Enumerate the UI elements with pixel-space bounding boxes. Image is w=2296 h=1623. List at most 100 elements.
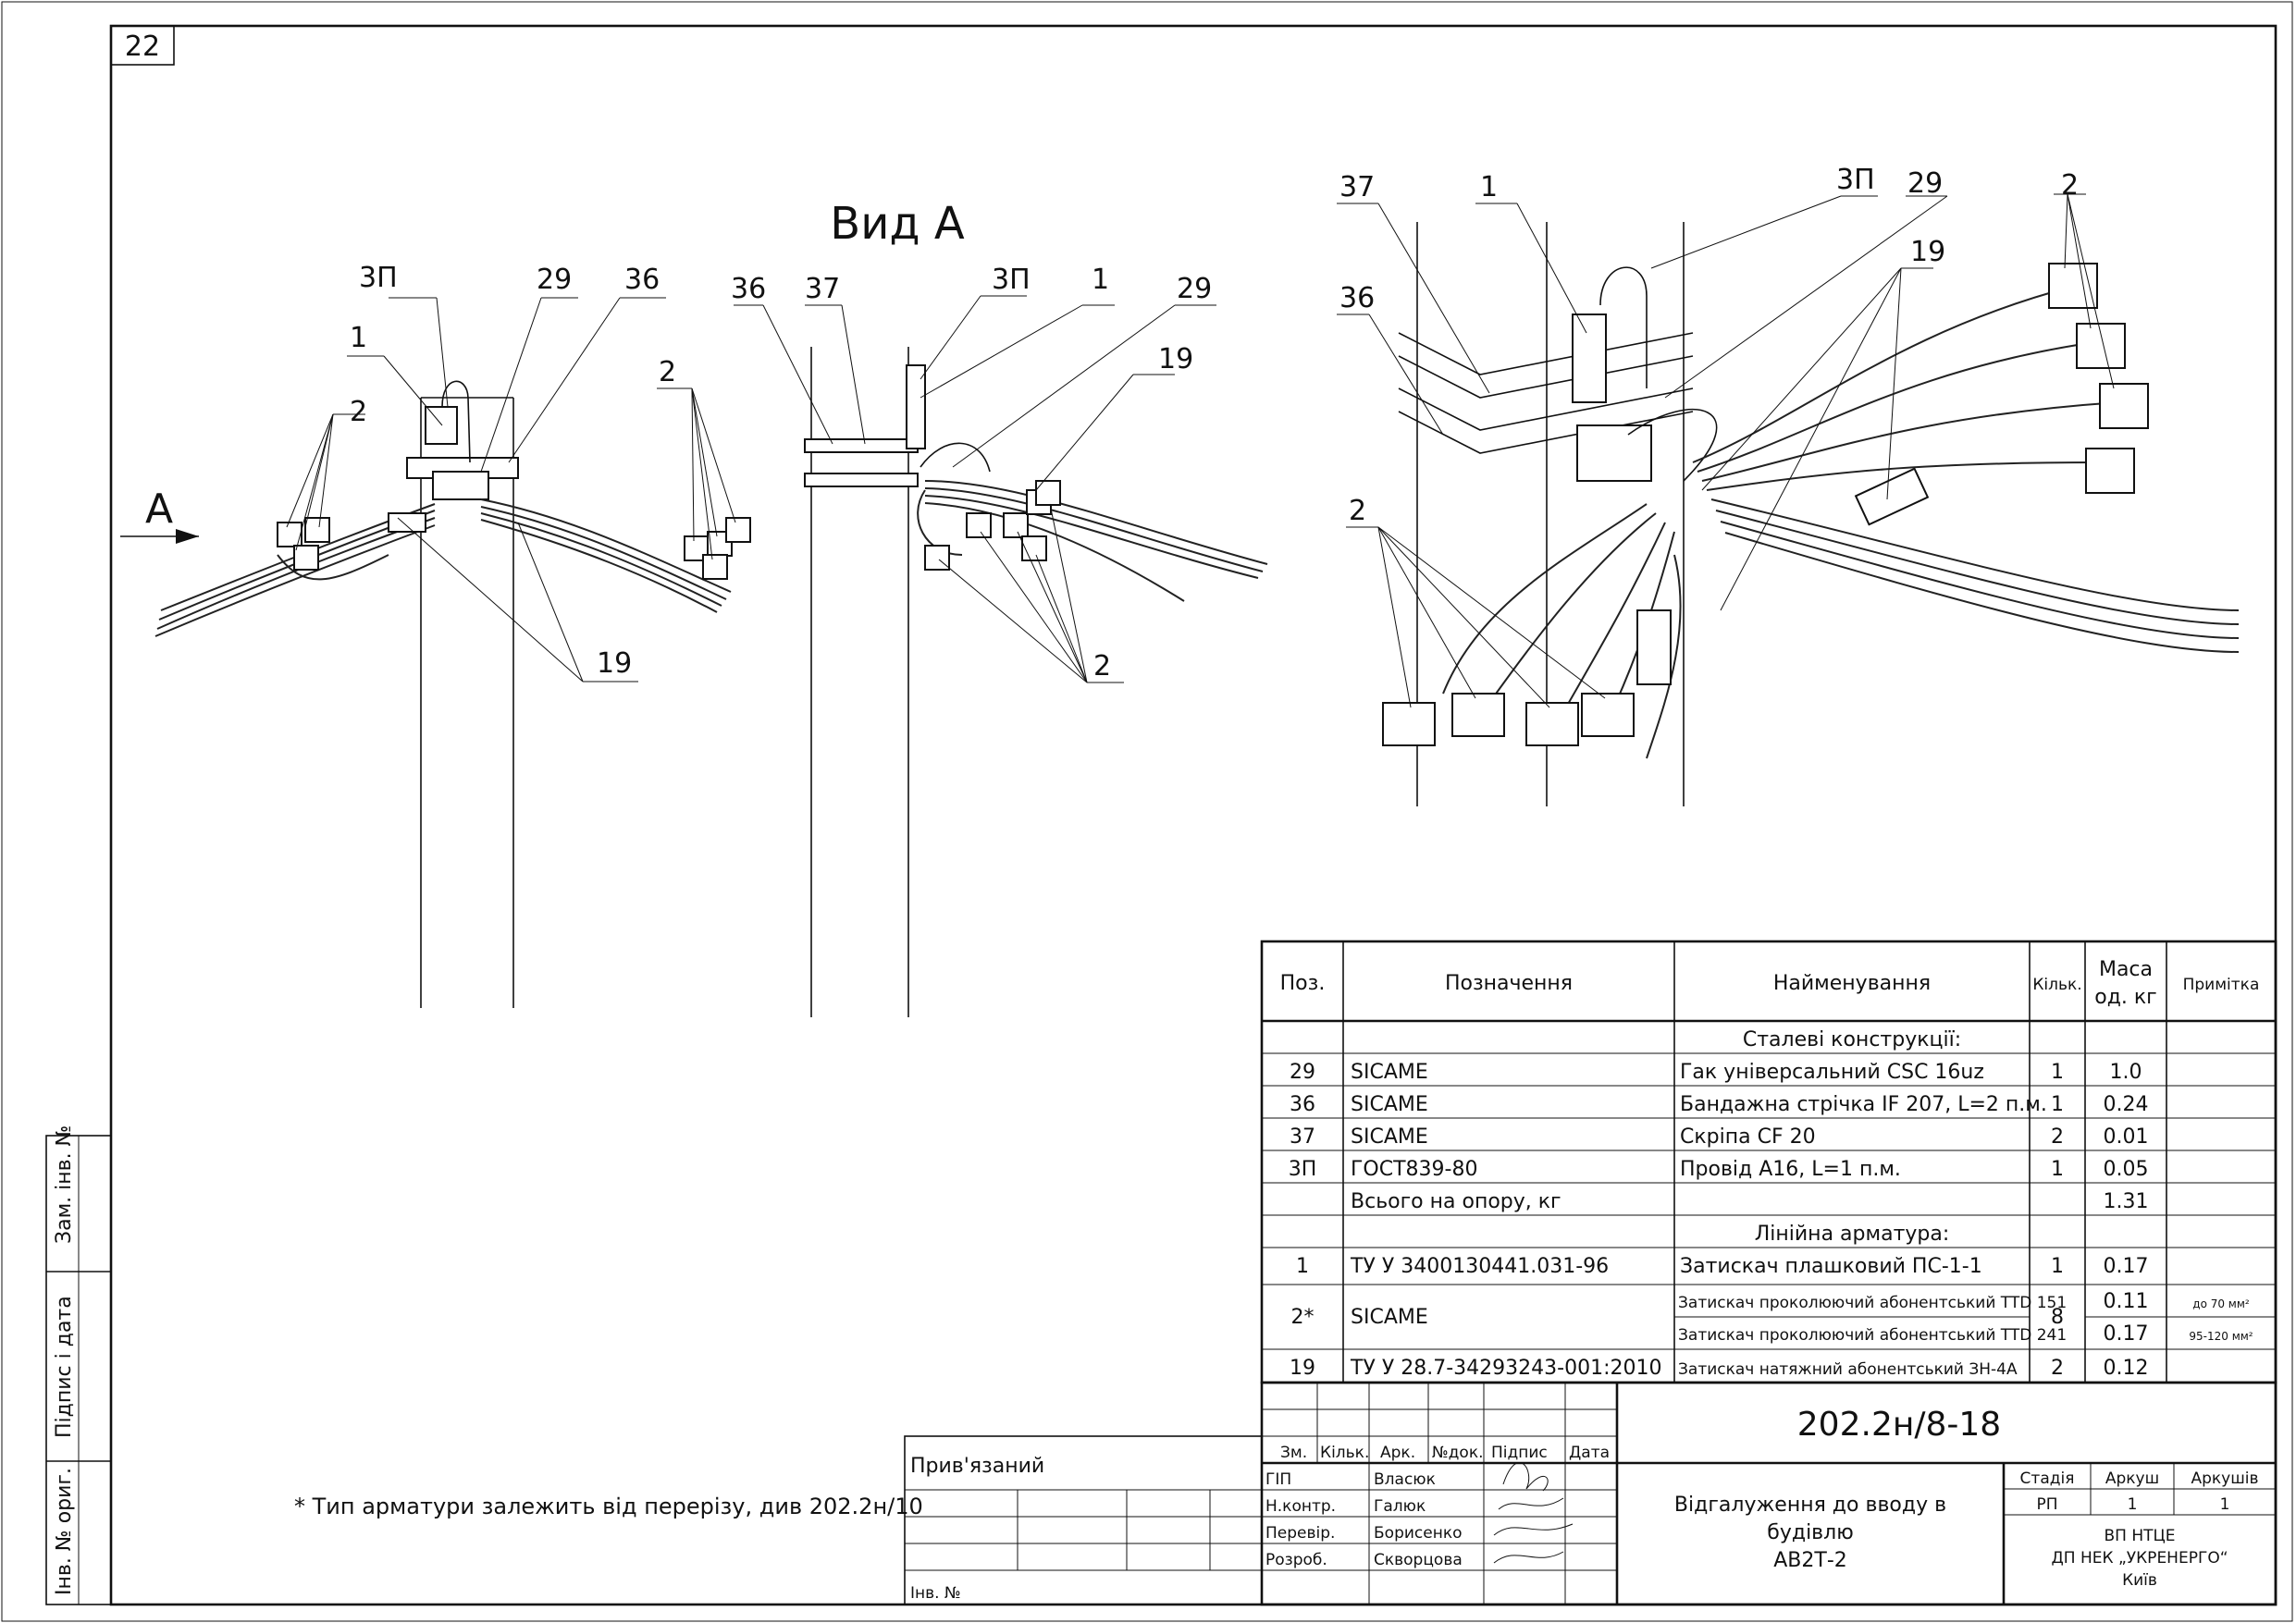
spec-row: 19 ТУ У 28.7-34293243-001:2010 Затискач … <box>1290 1357 2148 1380</box>
v3-callout-36: 36 <box>1339 282 1375 314</box>
spec-cell-pos: 29 <box>1290 1061 1315 1084</box>
role-name: Власюк <box>1374 1470 1436 1489</box>
role-name: Галюк <box>1374 1497 1426 1516</box>
spec-cell-qty: 2 <box>2051 1125 2064 1149</box>
v3-callout-37: 37 <box>1339 171 1375 203</box>
v2-callout-2: 2 <box>1093 650 1111 682</box>
spec-cell-name: Затискач плашковий ПС-1-1 <box>1680 1255 1982 1278</box>
spec-cell-name: Бандажна стрічка IF 207, L=2 п.м. <box>1680 1093 2047 1116</box>
view-title: Вид А <box>830 198 965 250</box>
spec-row: 36 SICAME Бандажна стрічка IF 207, L=2 п… <box>1290 1093 2148 1116</box>
stage-label: Стадія <box>2020 1469 2075 1488</box>
spec-header-note: Примітка <box>2183 976 2260 994</box>
v3-callout-2a: 2 <box>2061 169 2079 202</box>
role-label: Н.контр. <box>1265 1497 1336 1516</box>
spec-cell-mass: 0.05 <box>2104 1158 2149 1181</box>
spec-row: 3П ГОСТ839-80 Провід А16, L=1 п.м. 1 0.0… <box>1289 1158 2149 1181</box>
spec-cell-qty: 1 <box>2051 1061 2064 1084</box>
replace-inv-label: Зам. інв. № <box>53 1125 76 1245</box>
spec-cell-designation: SICAME <box>1351 1306 1428 1329</box>
sheet-number-box <box>110 25 175 66</box>
view-1-front-drawing: А 3П 1 29 36 2 2 19 <box>120 262 751 1008</box>
spec-cell-pos: 2* <box>1291 1306 1315 1329</box>
sheets-value: 1 <box>2220 1495 2230 1514</box>
spec-header-pos: Поз. <box>1280 972 1326 995</box>
v1-callout-2a: 2 <box>350 396 367 428</box>
org-line-3: Київ <box>2122 1571 2157 1590</box>
spec-header-mass-2: од. кг <box>2094 986 2157 1009</box>
v1-callout-19: 19 <box>597 647 632 680</box>
v2-callout-19: 19 <box>1158 343 1193 375</box>
v1-callout-3p: 3П <box>359 262 398 294</box>
sheet-label: Аркуш <box>2105 1469 2159 1488</box>
spec-cell-designation: SICAME <box>1351 1125 1428 1149</box>
stage-value: РП <box>2036 1495 2057 1514</box>
v1-callout-2b: 2 <box>659 356 676 388</box>
spec-cell-mass: 1.0 <box>2110 1061 2142 1084</box>
sheets-label: Аркушів <box>2191 1469 2258 1488</box>
spec-cell-designation: ГОСТ839-80 <box>1351 1158 1477 1181</box>
v2-callout-1: 1 <box>1092 264 1109 296</box>
view-3-isometric-drawing: 37 1 3П 29 19 2 36 2 <box>1337 164 2240 806</box>
spec-header-designation: Позначення <box>1445 972 1573 995</box>
spec-cell-designation: SICAME <box>1351 1061 1428 1084</box>
rev-header: Кільк. <box>1320 1444 1369 1462</box>
spec-cell-designation: SICAME <box>1351 1093 1428 1116</box>
rev-header: Зм. <box>1280 1444 1307 1462</box>
side-stamp: Зам. інв. № Підпис і дата Інв. № ориг. <box>45 1125 112 1605</box>
doc-code: 202.2н/8-18 <box>1797 1406 2001 1444</box>
footnote: * Тип арматури залежить від перерізу, ди… <box>294 1494 923 1519</box>
v1-callout-29: 29 <box>537 264 572 296</box>
spec-cell-name-b: Затискач проколюючий абонентський TTD 24… <box>1678 1326 2067 1345</box>
sheet-value: 1 <box>2128 1495 2138 1514</box>
spec-cell-qty: 1 <box>2051 1255 2064 1278</box>
drawing-title-2: будівлю <box>1767 1521 1853 1544</box>
role-label: Перевір. <box>1265 1524 1335 1543</box>
spec-cell-name-a: Затискач проколюючий абонентський TTD 15… <box>1678 1294 2067 1312</box>
spec-header-mass-1: Маса <box>2099 958 2153 981</box>
spec-cell-note-b: 95-120 мм² <box>2189 1330 2253 1343</box>
spec-cell-mass-a: 0.11 <box>2104 1290 2149 1313</box>
v2-callout-3p: 3П <box>992 264 1031 296</box>
role-name: Скворцова <box>1374 1551 1463 1569</box>
v2-callout-36: 36 <box>731 273 766 305</box>
attached-block: Прив'язаний Інв. № <box>904 1435 1263 1605</box>
v3-callout-3p: 3П <box>1836 164 1875 196</box>
spec-cell-mass: 0.12 <box>2104 1357 2149 1380</box>
orig-inv-label: Інв. № ориг. <box>53 1468 76 1595</box>
org-line-1: ВП НТЦЕ <box>2105 1527 2176 1545</box>
spec-table: Поз. Позначення Найменування Кільк. Маса… <box>1260 940 2277 1384</box>
spec-row: 37 SICAME Скріпа CF 20 2 0.01 <box>1290 1125 2148 1149</box>
title-block: Зм. Кільк. Арк. №док. Підпис Дата ГІП Вл… <box>1260 1381 2277 1606</box>
v3-callout-29: 29 <box>1907 167 1943 200</box>
view-2-side-drawing: 36 37 3П 1 29 19 2 <box>731 264 1268 1017</box>
spec-cell-pos: 19 <box>1290 1357 1315 1380</box>
spec-cell-designation: ТУ У 3400130441.031-96 <box>1350 1255 1609 1278</box>
v2-callout-37: 37 <box>805 273 840 305</box>
drawing-title-1: Відгалуження до вводу в <box>1674 1494 1946 1517</box>
spec-cell-pos: 3П <box>1289 1158 1317 1181</box>
rev-header: Підпис <box>1491 1444 1548 1462</box>
rev-header: Дата <box>1569 1444 1610 1462</box>
spec-cell-mass: 0.24 <box>2104 1093 2149 1116</box>
spec-header-name: Найменування <box>1773 972 1931 995</box>
inv-label: Інв. № <box>910 1584 961 1603</box>
sheet-number: 22 <box>125 31 160 63</box>
spec-section-linear: Лінійна арматура: <box>1755 1223 1950 1246</box>
spec-cell-name: Скріпа CF 20 <box>1680 1125 1816 1149</box>
v1-callout-36: 36 <box>624 264 660 296</box>
spec-cell-designation: ТУ У 28.7-34293243-001:2010 <box>1350 1357 1661 1380</box>
v2-callout-29: 29 <box>1177 273 1212 305</box>
spec-cell-name: Провід А16, L=1 п.м. <box>1680 1158 1901 1181</box>
spec-cell-qty: 8 <box>2051 1306 2064 1329</box>
spec-cell-mass: 0.17 <box>2104 1255 2149 1278</box>
rev-header: №док. <box>1432 1444 1484 1462</box>
sign-date-label: Підпис і дата <box>53 1296 76 1438</box>
v3-callout-1: 1 <box>1480 171 1498 203</box>
role-name: Борисенко <box>1374 1524 1463 1543</box>
rev-header: Арк. <box>1380 1444 1415 1462</box>
spec-cell-pos: 37 <box>1290 1125 1315 1149</box>
view-arrow-label: А <box>145 486 173 533</box>
